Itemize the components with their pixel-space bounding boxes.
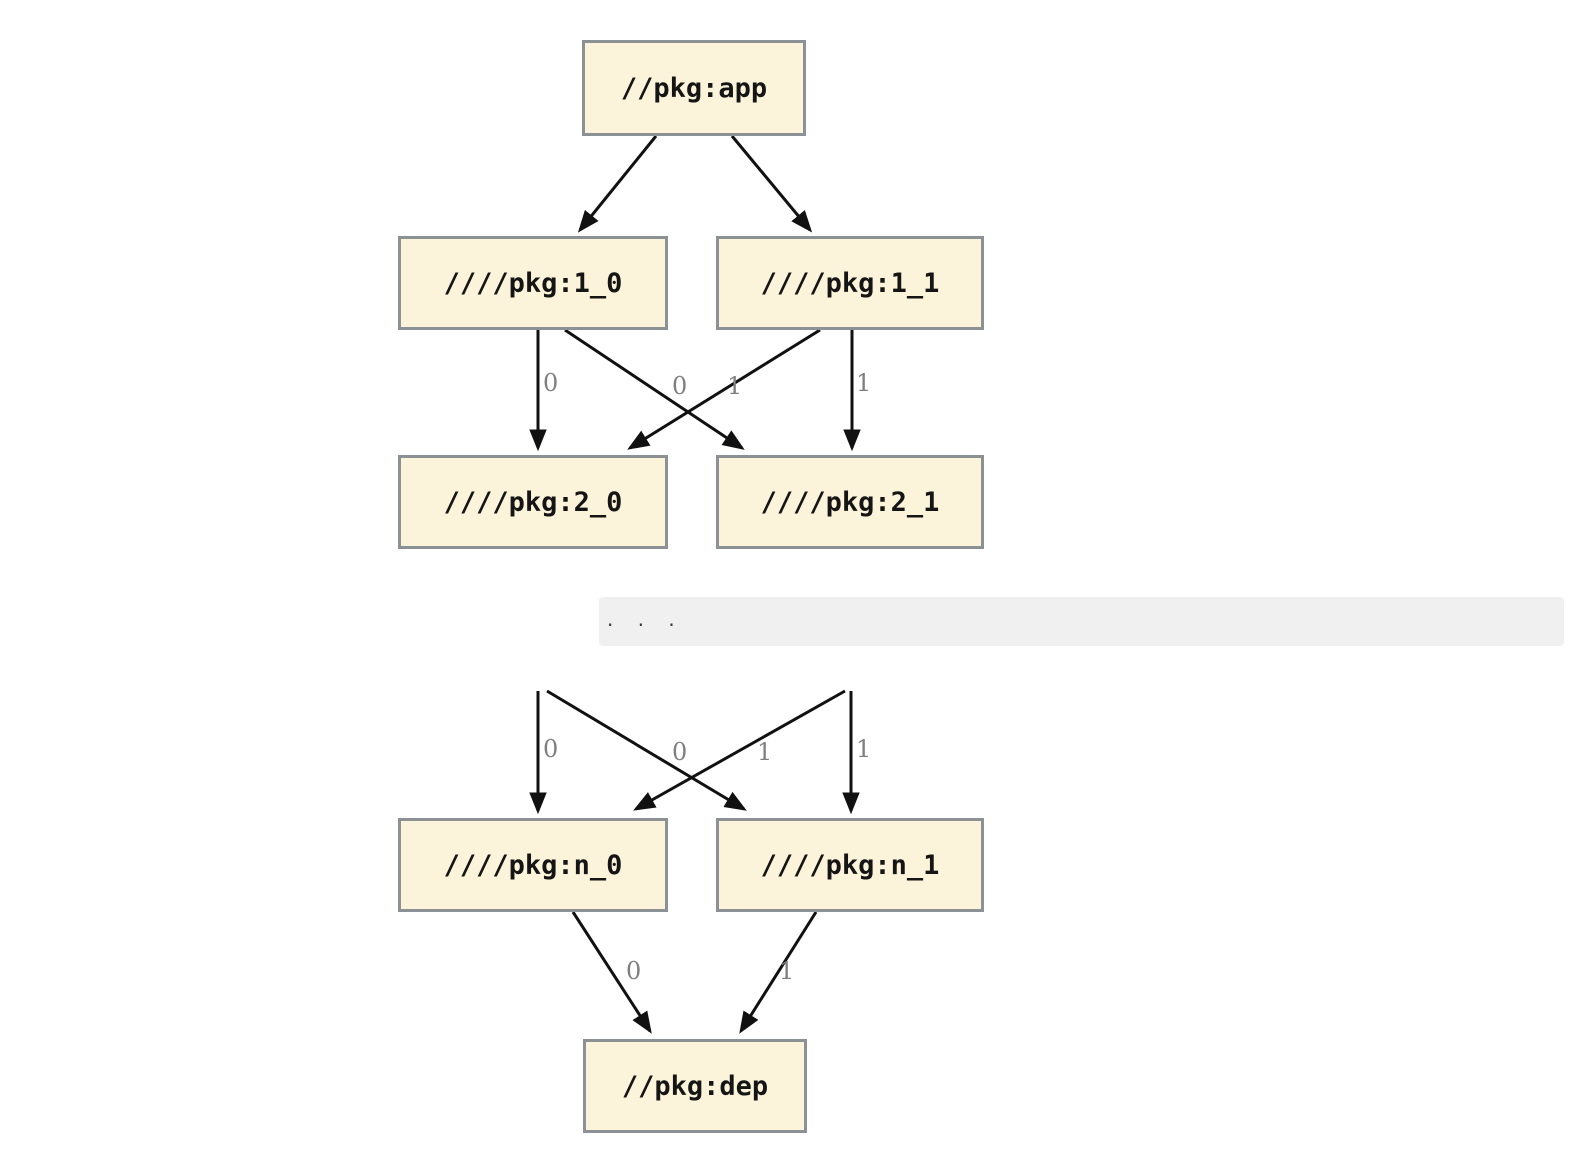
edge-n_0-to-dep bbox=[571, 911, 652, 1034]
node-pkg-1_0: ////pkg:1_0 bbox=[398, 236, 668, 330]
node-pkg-2_0: ////pkg:2_0 bbox=[398, 455, 668, 549]
node-pkg-app: //pkg:app bbox=[582, 40, 806, 136]
edge-1_0-to-2_1 bbox=[564, 328, 745, 450]
node-pkg-1_1: ////pkg:1_1 bbox=[716, 236, 984, 330]
node-pkg-n_1: ////pkg:n_1 bbox=[716, 818, 984, 912]
edge-label-elided-n_0-straight: 0 bbox=[543, 735, 559, 763]
edge-label-1_0-2_1: 1 bbox=[727, 372, 743, 400]
edge-label-n_1-dep: 1 bbox=[779, 957, 795, 985]
edge-elided-to-n_0-cross bbox=[633, 689, 846, 811]
edge-1_1-to-2_0 bbox=[627, 328, 821, 450]
node-pkg-dep: //pkg:dep bbox=[583, 1039, 807, 1133]
edge-app-to-1_0 bbox=[577, 135, 658, 233]
edge-label-1_1-2_0: 0 bbox=[672, 372, 688, 400]
edge-n_1-to-dep bbox=[739, 911, 818, 1034]
edge-label-n_0-dep: 0 bbox=[626, 957, 642, 985]
edge-app-to-1_1 bbox=[730, 135, 813, 233]
edge-label-1_1-2_1: 1 bbox=[856, 369, 872, 397]
edge-label-elided-n_0-cross: 0 bbox=[672, 738, 688, 766]
node-pkg-2_1: ////pkg:2_1 bbox=[716, 455, 984, 549]
edge-label-1_0-2_0: 0 bbox=[543, 369, 559, 397]
edge-label-elided-n_1-cross: 1 bbox=[757, 738, 773, 766]
edge-label-elided-n_1-straight: 1 bbox=[856, 735, 872, 763]
edge-elided-to-n_1-cross bbox=[546, 689, 747, 811]
elided-levels-code-block: . . . bbox=[599, 597, 1564, 646]
node-pkg-n_0: ////pkg:n_0 bbox=[398, 818, 668, 912]
